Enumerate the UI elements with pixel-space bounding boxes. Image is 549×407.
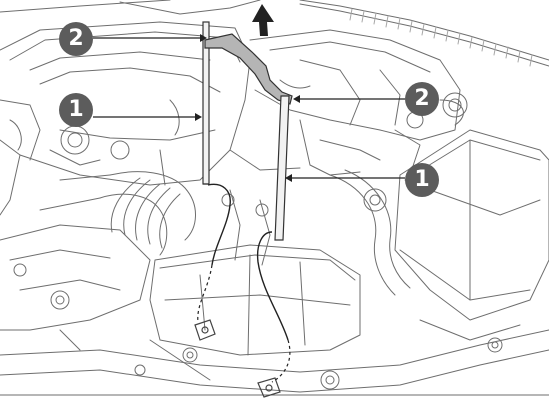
ground-brackets: [194, 319, 281, 398]
radiator-support: [0, 319, 549, 396]
fuse-box: [394, 129, 549, 321]
intake-hose: [0, 171, 196, 331]
hood-prop-bracket: [204, 33, 293, 105]
hood: [0, 0, 549, 67]
leader-lines: [93, 34, 405, 182]
callout-badge-2: 2: [59, 22, 93, 56]
callout-badge-1: 1: [405, 163, 439, 197]
battery: [149, 244, 361, 356]
jumper-cables: [197, 183, 291, 383]
callout-label: 1: [414, 167, 430, 192]
hood-prop-rod-right: [274, 95, 290, 241]
left-accessories: [0, 99, 130, 166]
hood-prop-rod-left: [202, 21, 210, 185]
right-hoses: [329, 111, 424, 296]
callout-label: 2: [414, 86, 430, 111]
callout-badge-1: 1: [59, 93, 93, 127]
intake-manifold: [249, 29, 468, 176]
callout-label: 1: [68, 97, 84, 122]
callout-label: 2: [68, 26, 84, 51]
callout-badge-2: 2: [405, 82, 439, 116]
up-arrow: [252, 4, 274, 36]
